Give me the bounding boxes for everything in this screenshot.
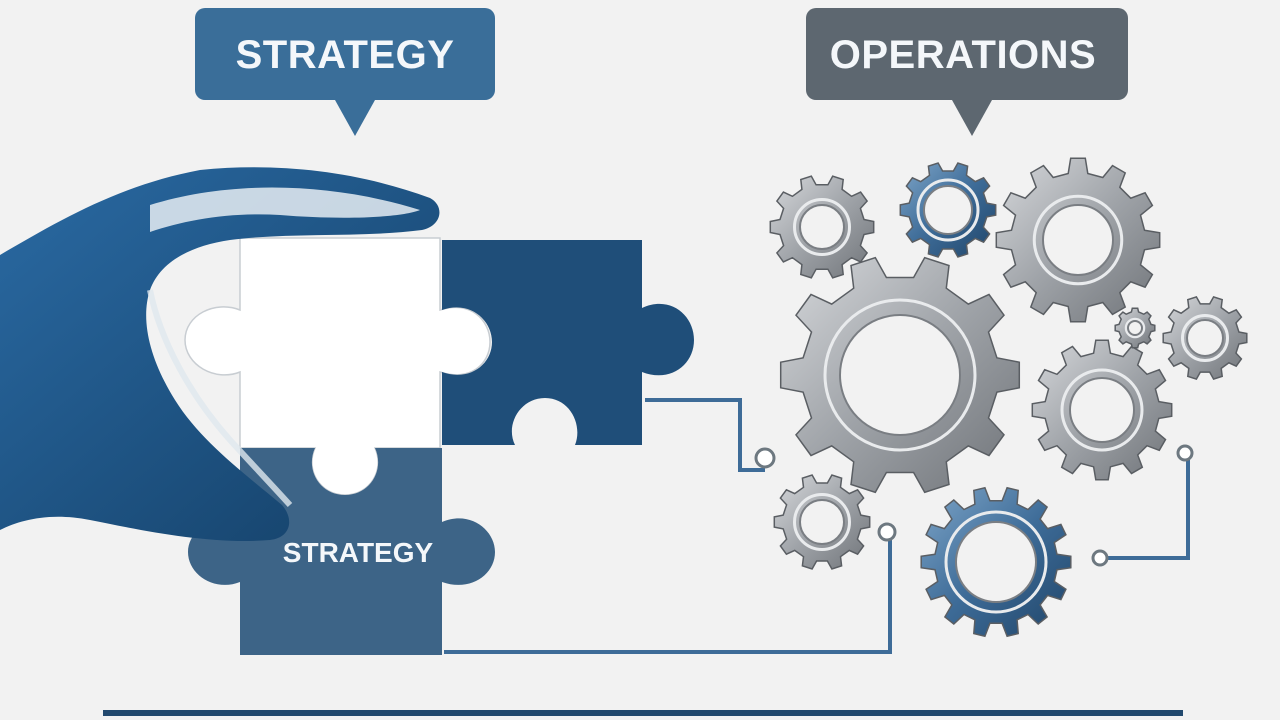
gear-hole <box>839 314 961 436</box>
puzzle-group: STRATEGY <box>184 237 694 655</box>
gear-ring <box>1060 368 1144 452</box>
gear-ring <box>1032 194 1124 286</box>
puzzle-piece-dark-blue <box>442 240 694 445</box>
connector-lower <box>444 535 892 654</box>
connector-nodes <box>754 444 1194 567</box>
connector-node-3 <box>1091 549 1109 567</box>
connector-node-4 <box>1176 444 1194 462</box>
connector-node-1 <box>754 447 776 469</box>
gear-icon <box>1031 339 1173 481</box>
strategy-callout: STRATEGY <box>195 8 495 136</box>
gear-icon <box>1114 307 1156 349</box>
strategy-callout-label: STRATEGY <box>236 33 455 77</box>
gear-ring <box>1124 317 1146 339</box>
gear-icon <box>779 256 1021 494</box>
gear-icon <box>769 175 875 279</box>
gear-ring <box>793 198 851 256</box>
gear-hole <box>1186 319 1224 357</box>
gear-ring <box>823 298 977 452</box>
operations-callout-label: OPERATIONS <box>830 33 1097 77</box>
connector-lines <box>444 398 1190 654</box>
puzzle-piece-label: STRATEGY <box>283 537 434 568</box>
hand-thumb-edge <box>147 289 293 508</box>
gear-icon <box>899 162 997 258</box>
gear-hole <box>1127 320 1143 336</box>
hand-shape <box>0 167 440 541</box>
gear-ring <box>944 510 1048 614</box>
gear-icon <box>920 486 1072 638</box>
gear-ring <box>1181 314 1229 362</box>
connector-node-2 <box>877 522 897 542</box>
gear-cluster <box>769 157 1248 638</box>
gear-icon <box>1162 295 1248 381</box>
operations-callout-box <box>806 8 1128 100</box>
gear-ring <box>916 178 980 242</box>
connector-right <box>1100 455 1190 560</box>
connector-upper <box>645 398 765 472</box>
gear-hole <box>955 521 1037 603</box>
gear-hole <box>799 204 845 250</box>
strategy-callout-box <box>195 8 495 100</box>
operations-callout-pointer <box>952 100 992 136</box>
hand-graphic <box>0 167 440 541</box>
gear-hole <box>923 185 973 235</box>
hand-highlight <box>150 187 420 232</box>
gear-hole <box>799 499 845 545</box>
strategy-callout-pointer <box>335 100 375 136</box>
operations-callout: OPERATIONS <box>806 8 1128 136</box>
gear-hole <box>1042 204 1114 276</box>
gear-ring <box>793 493 851 551</box>
gear-icon <box>995 157 1161 323</box>
bottom-divider <box>103 710 1183 716</box>
gear-icon <box>773 474 871 570</box>
gear-hole <box>1069 377 1135 443</box>
